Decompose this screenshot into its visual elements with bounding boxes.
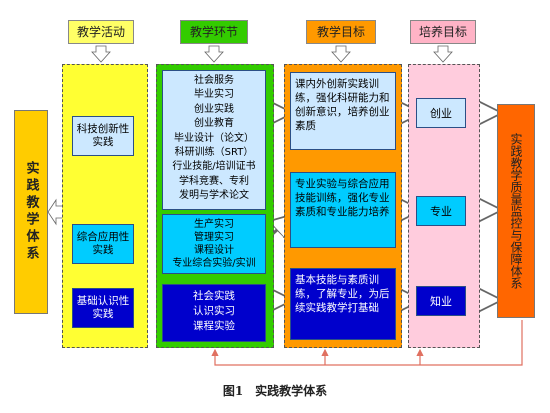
activity-tech-innovation-label: 科技创新性实践 <box>76 123 130 148</box>
goal-middle-box: 专业实验与综合应用技能训练，强化专业素质和专业能力培养 <box>290 172 396 248</box>
link-bottom-item: 社会实践 <box>193 290 235 302</box>
goal-bottom-box: 基本技能与素质训练，了解专业，为后续实践教学打基础 <box>290 268 396 340</box>
training-know-profession-box: 知业 <box>416 286 466 316</box>
header-teaching-goal: 教学目标 <box>306 20 376 44</box>
link-top-list: 社会服务毕业实习创业实践创业教育毕业设计（论文） 科研训练（SRT） 行业技能/培训… <box>164 74 264 204</box>
link-middle-box: 生产实习管理实习课程设计专业综合实验/实训 <box>162 214 266 274</box>
training-know-profession-label: 知业 <box>430 294 452 308</box>
quality-assurance-system-box: 实践教学质量监控与保障体系 <box>497 104 535 318</box>
activity-tech-innovation-box: 科技创新性实践 <box>72 116 134 156</box>
practice-teaching-system-label: 实践教学体系 <box>23 161 39 263</box>
activity-comprehensive-box: 综合应用性实践 <box>72 224 134 264</box>
training-entrepreneurship-box: 创业 <box>416 98 466 128</box>
training-professional-box: 专业 <box>416 196 466 226</box>
link-middle-item: 管理实习 <box>194 232 234 243</box>
link-bottom-item: 认识实习 <box>193 305 235 317</box>
activity-comprehensive-label: 综合应用性实践 <box>76 231 130 256</box>
goal-top-text: 课内外创新实践训练，强化科研能力和创新意识，培养创业素质 <box>295 78 390 132</box>
figure-caption: 图1 实践教学体系 <box>222 384 328 398</box>
goal-top-box: 课内外创新实践训练，强化科研能力和创新意识，培养创业素质 <box>290 72 396 150</box>
header-teaching-activity: 教学活动 <box>68 20 134 44</box>
link-top-item: 行业技能/培训证书 <box>172 161 256 173</box>
quality-assurance-system-label: 实践教学质量监控与保障体系 <box>509 133 523 289</box>
practice-teaching-system-box: 实践教学体系 <box>14 110 48 314</box>
link-middle-item: 课程设计 <box>194 245 234 256</box>
link-bottom-box: 社会实践认识实习课程实验 <box>162 284 266 342</box>
activity-basic-box: 基础认识性实践 <box>72 288 134 328</box>
training-entrepreneurship-label: 创业 <box>430 106 452 120</box>
link-top-item: 发明与学术论文 <box>179 190 249 202</box>
feedback-loop-line <box>211 320 523 366</box>
goal-bottom-text: 基本技能与素质训练，了解专业，为后续实践教学打基础 <box>295 274 390 314</box>
training-professional-label: 专业 <box>430 204 452 218</box>
link-top-item: 学科竞赛、专利 <box>179 175 249 187</box>
header-teaching-link: 教学环节 <box>180 20 248 44</box>
link-middle-item: 生产实习 <box>194 219 234 230</box>
link-top-item: 毕业设计（论文） <box>174 132 254 144</box>
link-bottom-list: 社会实践认识实习课程实验 <box>164 289 264 334</box>
link-top-item: 毕业实习 <box>194 89 234 101</box>
link-top-box: 社会服务毕业实习创业实践创业教育毕业设计（论文） 科研训练（SRT） 行业技能/培训… <box>162 70 266 210</box>
link-top-item: 科研训练（SRT） <box>174 147 254 159</box>
link-top-item: 社会服务 <box>194 75 234 86</box>
link-top-item: 创业教育 <box>194 118 234 130</box>
link-middle-list: 生产实习管理实习课程设计专业综合实验/实训 <box>164 218 264 270</box>
link-bottom-item: 课程实验 <box>193 320 235 332</box>
activity-basic-label: 基础认识性实践 <box>76 295 130 320</box>
link-middle-item: 专业综合实验/实训 <box>172 258 256 269</box>
link-top-item: 创业实践 <box>194 103 234 115</box>
header-training-goal: 培养目标 <box>410 20 476 44</box>
goal-middle-text: 专业实验与综合应用技能训练，强化专业素质和专业能力培养 <box>295 178 390 218</box>
